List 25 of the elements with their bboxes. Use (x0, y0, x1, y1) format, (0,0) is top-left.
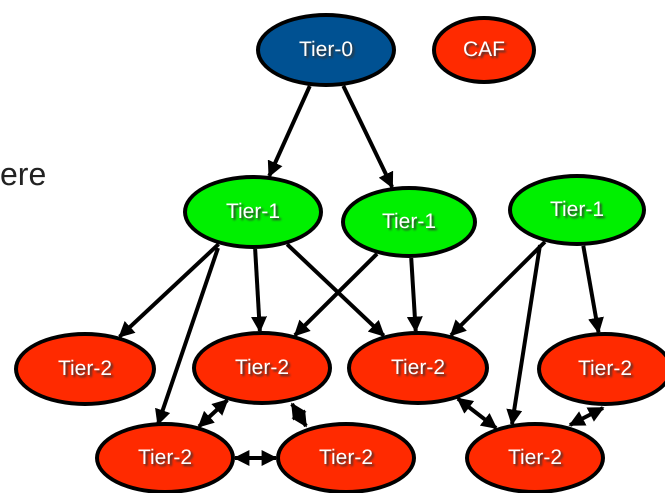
ellipse-node: Tier-1 (508, 174, 646, 246)
text-fragment: ere (0, 158, 46, 190)
arrow (251, 248, 268, 333)
ellipse-node: Tier-2 (465, 422, 605, 493)
ellipse-node: Tier-1 (341, 186, 477, 258)
ellipse-node: Tier-2 (347, 331, 489, 405)
ellipse-node: CAF (432, 16, 536, 84)
ellipse-node: Tier-1 (183, 175, 323, 249)
arrow (118, 242, 220, 338)
ellipse-node: Tier-2 (537, 332, 665, 406)
arrow (568, 406, 604, 427)
ellipse-node: Tier-2 (95, 422, 235, 493)
ellipse-node: Tier-0 (256, 13, 396, 87)
arrow (267, 85, 312, 178)
arrow (406, 258, 423, 333)
arrow (456, 397, 498, 430)
arrow (286, 242, 386, 338)
arrow (342, 84, 394, 189)
ellipse-node: Tier-2 (276, 422, 416, 493)
arrow (290, 402, 308, 428)
arrow (233, 450, 278, 466)
ellipse-node: Tier-2 (14, 332, 156, 406)
arrow (198, 398, 229, 428)
ellipse-node: Tier-2 (192, 331, 332, 405)
arrow (581, 246, 604, 334)
